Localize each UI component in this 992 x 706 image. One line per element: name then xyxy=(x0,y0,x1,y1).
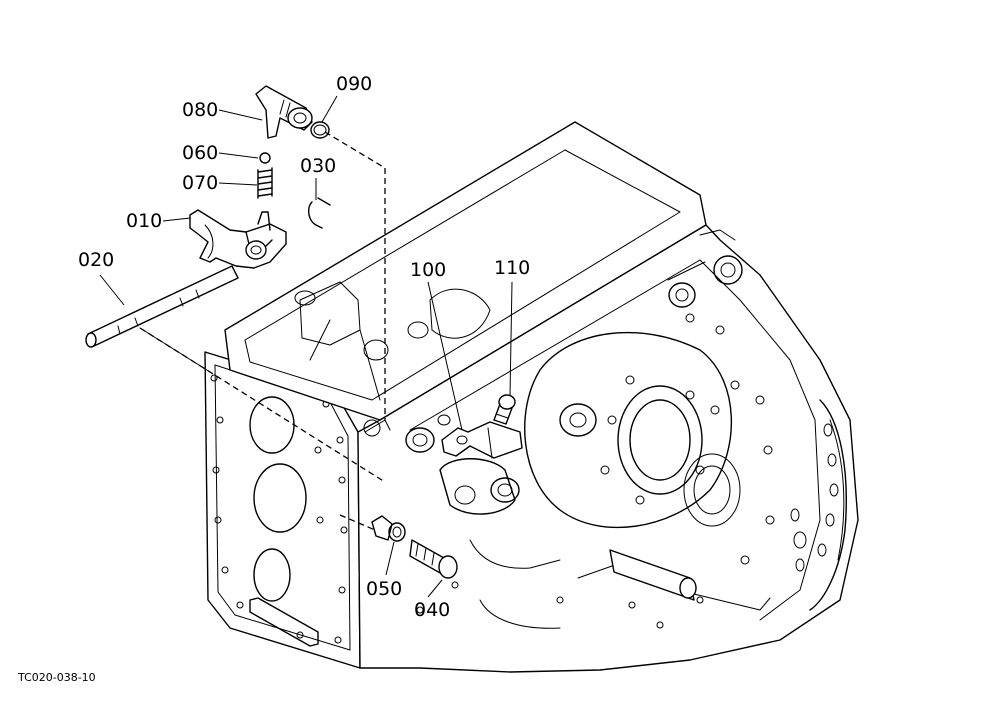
part-100-bracket xyxy=(441,421,523,459)
part-010-shift-fork xyxy=(189,209,287,269)
part-040-plug-bolt xyxy=(409,539,458,579)
part-090-o-ring xyxy=(310,121,330,139)
leader-lines xyxy=(99,95,513,598)
part-110-bolt xyxy=(493,394,516,425)
callout-labels: 080 090 060 070 030 010 020 100 110 050 … xyxy=(78,73,530,621)
callout-010: 010 xyxy=(126,210,162,232)
callout-100: 100 xyxy=(410,259,446,281)
part-070-spring xyxy=(257,167,273,199)
part-050-washer xyxy=(371,515,406,542)
callout-050: 050 xyxy=(366,578,402,600)
callout-110: 110 xyxy=(494,257,530,279)
part-060-ball xyxy=(259,152,271,164)
case-side-body xyxy=(357,224,859,673)
drawing-number: TC020-038-10 xyxy=(17,671,96,684)
callout-060: 060 xyxy=(182,142,218,164)
part-080-plunger xyxy=(255,85,313,139)
callout-090: 090 xyxy=(336,73,372,95)
bearing-housing xyxy=(524,331,732,529)
part-020-shift-rod xyxy=(85,265,239,348)
transmission-case xyxy=(204,121,859,673)
callout-030: 030 xyxy=(300,155,336,177)
callout-040: 040 xyxy=(414,599,450,621)
callout-070: 070 xyxy=(182,172,218,194)
callout-080: 080 xyxy=(182,99,218,121)
side-seal-ring xyxy=(405,427,435,453)
assembly-guide-lines xyxy=(139,131,386,531)
part-030-pin xyxy=(307,197,331,229)
callout-020: 020 xyxy=(78,249,114,271)
